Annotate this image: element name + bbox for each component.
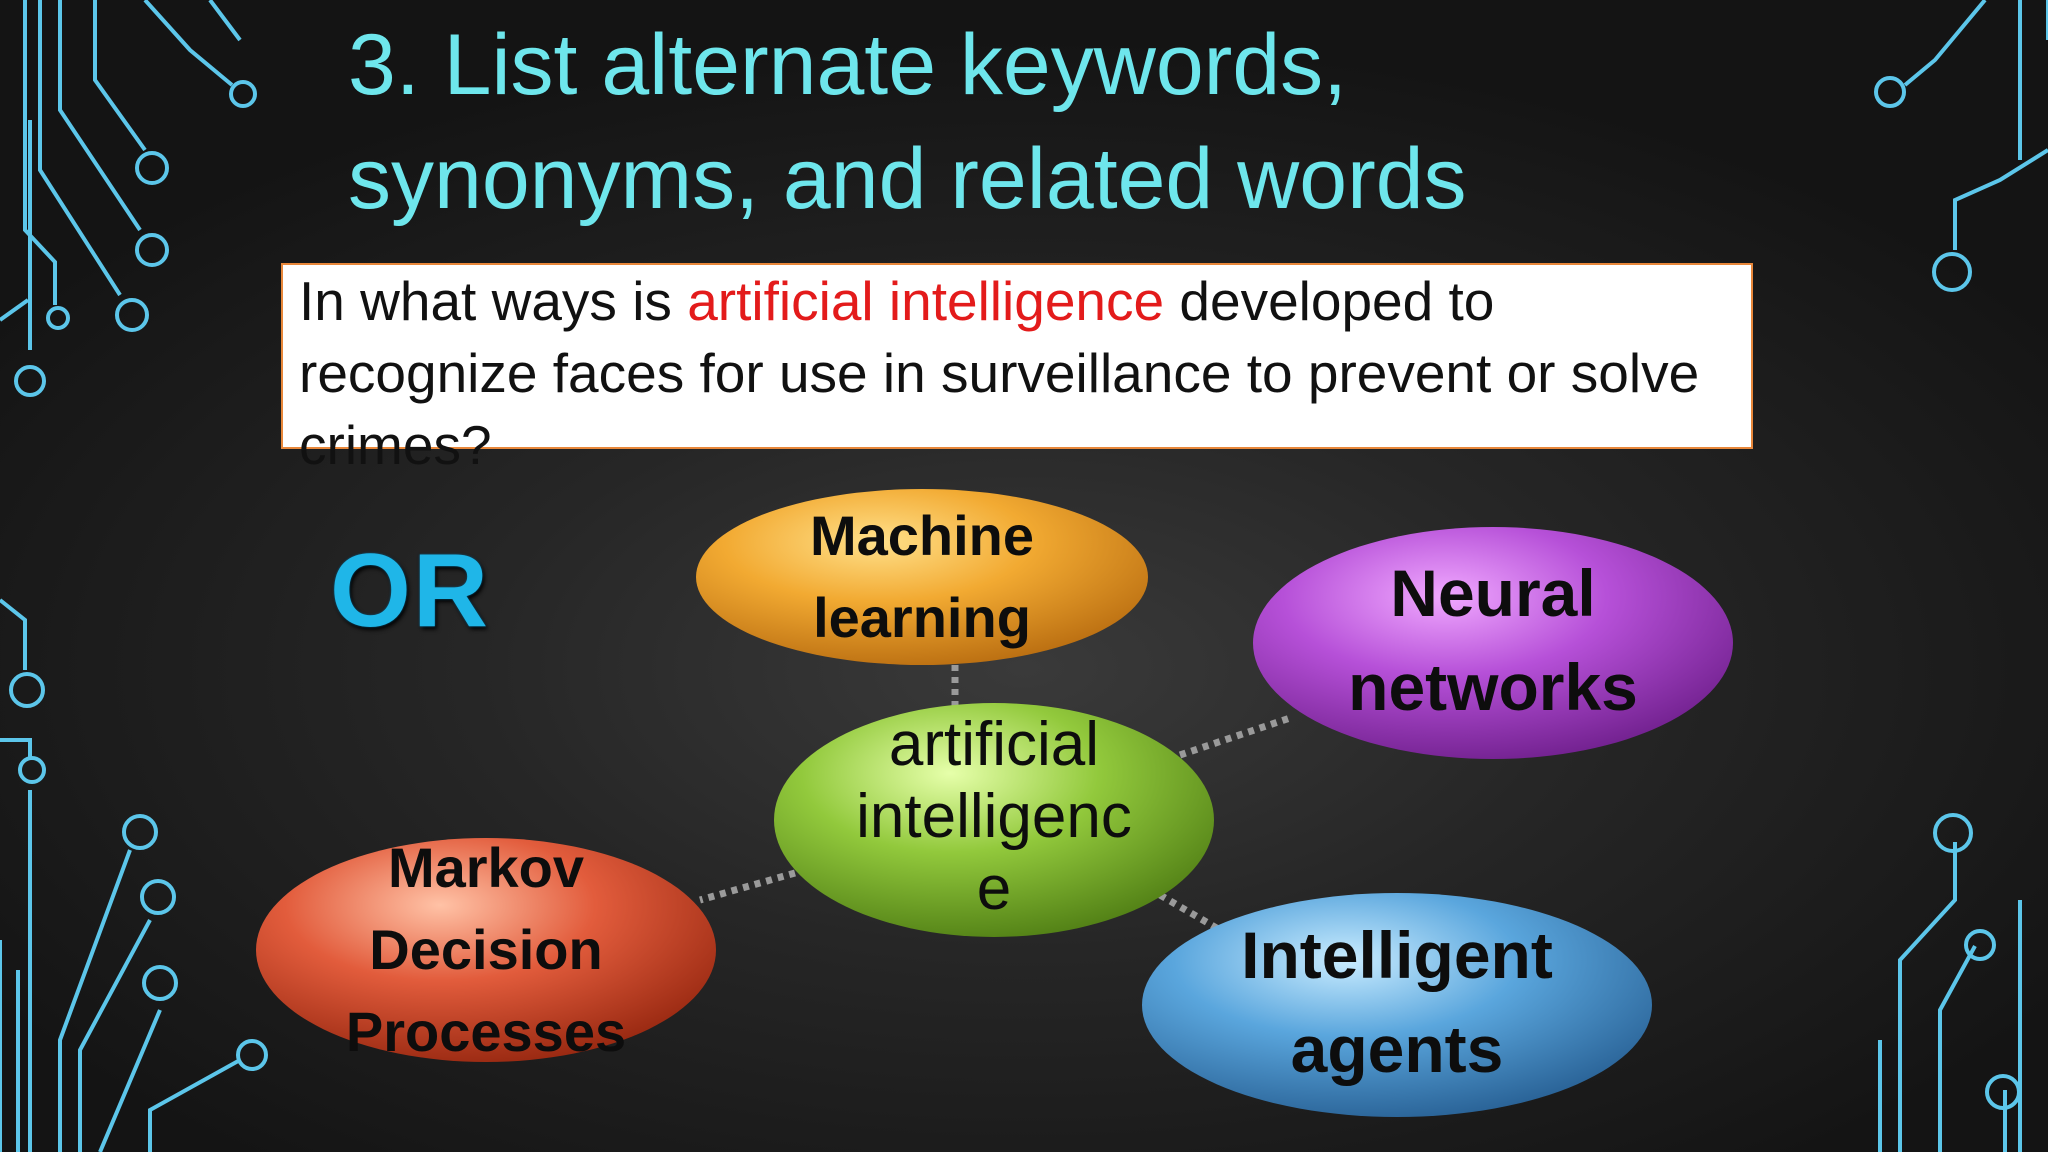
neural-networks-oval	[1253, 527, 1733, 759]
machine-learning-oval	[696, 489, 1148, 665]
or-label: OR	[330, 533, 490, 649]
intelligent-agents-line-1: Intelligent	[1241, 918, 1553, 992]
connector-lines	[699, 665, 1292, 934]
machine-learning-line-1: Machine	[809, 504, 1035, 567]
markov-line-2: Decision	[369, 918, 603, 981]
markov-decision-processes-oval	[256, 838, 716, 1062]
slide-title: 3. List alternate keywords, synonyms, an…	[348, 8, 1748, 236]
markov-decision-processes-label: Markov Decision Processes	[286, 832, 686, 1068]
question-line-3: crimes?	[299, 414, 492, 476]
intelligent-agents-label: Intelligent agents	[1197, 907, 1597, 1097]
neural-networks-label: Neural networks	[1293, 545, 1693, 735]
question-highlight: artificial intelligence	[687, 270, 1165, 332]
neural-networks-line-2: networks	[1348, 650, 1638, 724]
neural-networks-line-1: Neural	[1390, 556, 1596, 630]
markov-line-3: Processes	[345, 1000, 627, 1063]
question-text-end: developed to	[1164, 270, 1495, 332]
artificial-intelligence-oval	[774, 703, 1214, 937]
question-line-1: In what ways is artificial intelligence …	[299, 265, 1751, 337]
machine-learning-label: Machine learning	[722, 492, 1122, 662]
intelligent-agents-line-2: agents	[1290, 1012, 1504, 1086]
research-question-box: In what ways is artificial intelligence …	[281, 263, 1753, 476]
ai-line-1: artificial	[888, 710, 1100, 779]
markov-line-1: Markov	[387, 836, 585, 899]
title-line-2: synonyms, and related words	[348, 131, 1467, 227]
machine-learning-line-2: learning	[813, 586, 1031, 649]
question-line-2: recognize faces for use in surveillance …	[299, 342, 1700, 404]
ai-line-2: intelligenc	[856, 782, 1132, 851]
ai-line-3: e	[976, 854, 1012, 923]
intelligent-agents-oval	[1142, 893, 1652, 1117]
title-line-1: 3. List alternate keywords,	[348, 17, 1348, 113]
question-text-start: In what ways is	[299, 270, 688, 332]
artificial-intelligence-label: artificial intelligenc e	[794, 710, 1194, 923]
